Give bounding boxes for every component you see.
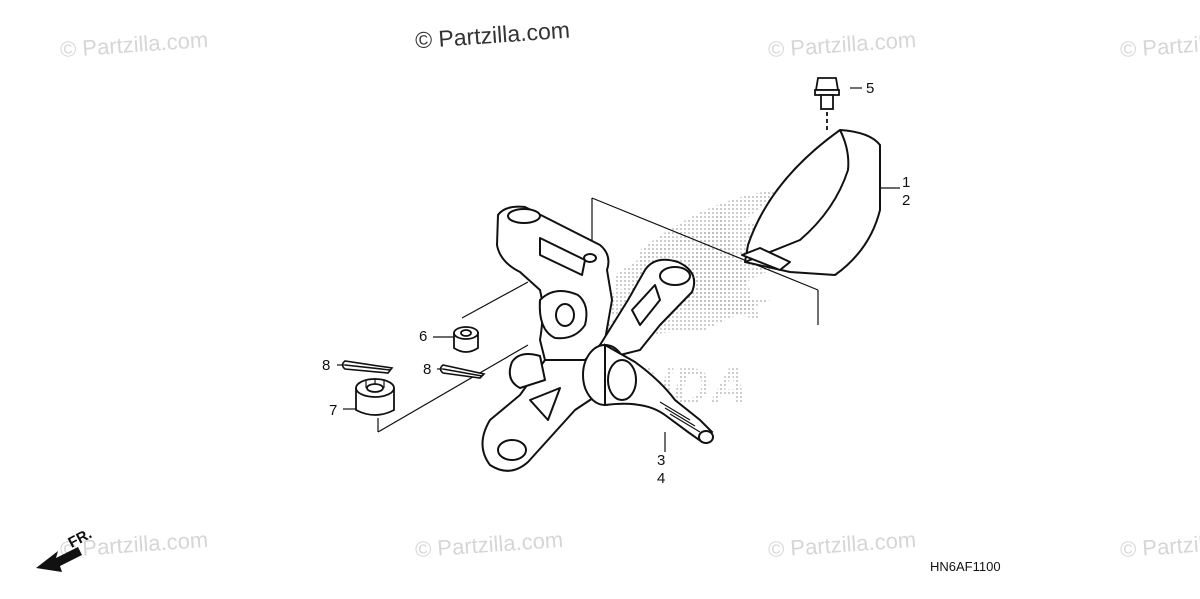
- callout-8-upper: 8: [322, 357, 331, 374]
- flange-bolt: [814, 77, 840, 132]
- castle-nut-large: [355, 378, 395, 416]
- castle-nut-small: [453, 326, 479, 353]
- callout-1: 1: [902, 174, 911, 191]
- knuckle-cover: [741, 129, 881, 276]
- cotter-pin-lower: [439, 364, 486, 379]
- spindle: [582, 343, 714, 444]
- callout-8-lower: 8: [423, 361, 432, 378]
- callout-4: 4: [657, 470, 666, 487]
- steering-knuckle: [481, 205, 696, 472]
- front-direction-arrow-icon: [36, 547, 82, 572]
- callout-3: 3: [657, 452, 666, 469]
- diagram-code: HN6AF1100: [930, 559, 1001, 574]
- callout-7: 7: [329, 402, 338, 419]
- cotter-pin-upper: [341, 360, 394, 374]
- callout-leaders: [337, 87, 900, 452]
- callout-6: 6: [419, 328, 428, 345]
- reference-box-lines: [377, 197, 819, 433]
- callout-5: 5: [866, 80, 875, 97]
- callout-2: 2: [902, 192, 911, 209]
